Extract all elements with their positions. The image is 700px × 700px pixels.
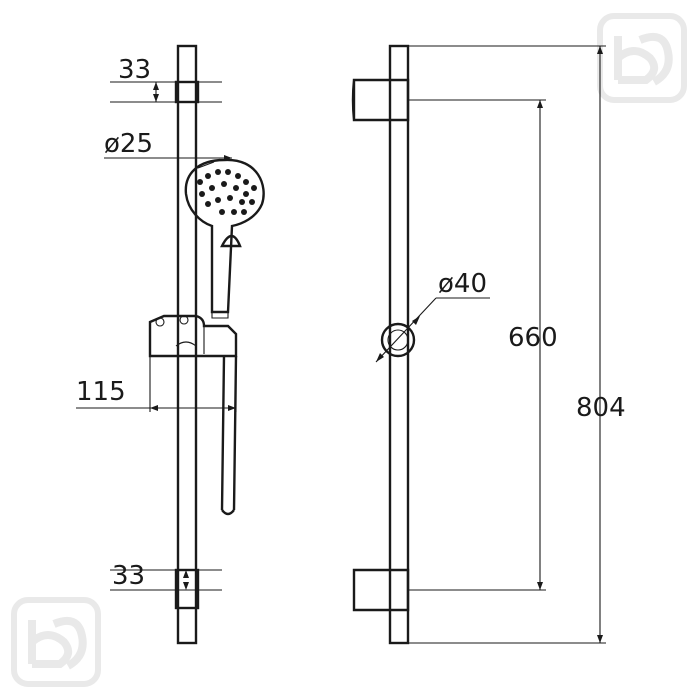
bottom-bracket-front xyxy=(352,568,410,612)
front-view: ø40 660 804 xyxy=(351,44,626,645)
dim-660-label: 660 xyxy=(508,323,558,353)
dim-115 xyxy=(76,356,237,412)
dim-660 xyxy=(408,99,546,591)
dim-diameter-25-label: ø25 xyxy=(104,129,153,159)
holder-slider-side xyxy=(148,314,238,358)
dim-115-label: 115 xyxy=(76,377,126,407)
dim-diameter-25 xyxy=(104,155,232,161)
watermark-logo-bottom-left xyxy=(11,597,101,687)
side-view: 33 ø25 115 33 xyxy=(76,44,265,645)
dim-804 xyxy=(408,45,606,644)
top-bracket-front xyxy=(351,78,410,122)
shower-head-icon xyxy=(184,158,265,319)
dim-804-label: 804 xyxy=(576,393,626,423)
holder-ring-front xyxy=(380,322,416,358)
dim-33-bottom xyxy=(110,569,222,591)
dim-33-top-label: 33 xyxy=(118,55,151,85)
rail-front xyxy=(388,44,410,645)
hose-side xyxy=(220,355,238,516)
dim-33-bottom-label: 33 xyxy=(112,561,145,591)
watermark-logo-top-right xyxy=(597,13,687,103)
top-bracket-side xyxy=(174,80,200,104)
dim-diameter-40 xyxy=(375,297,490,363)
dim-diameter-40-label: ø40 xyxy=(438,269,487,299)
dim-33-top xyxy=(110,81,222,103)
